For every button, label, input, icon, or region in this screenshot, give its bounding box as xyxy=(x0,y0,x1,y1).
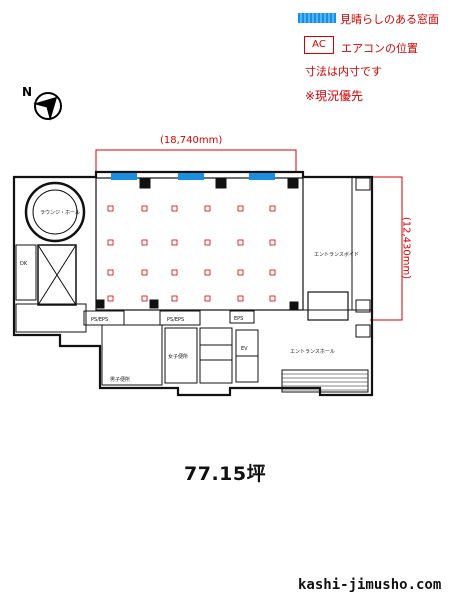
width-dimension-line xyxy=(95,149,297,173)
room-label-toilet-m: 男子便所 xyxy=(110,376,130,383)
view-window xyxy=(111,173,137,180)
ac-legend-symbol: AC xyxy=(304,36,334,54)
room-label-entrance-void: エントランスボイド xyxy=(314,251,359,258)
room-label-toilet-w: 女子便所 xyxy=(168,353,188,360)
north-compass-icon: N xyxy=(22,85,62,121)
north-label: N xyxy=(22,85,32,99)
ac-markers xyxy=(107,205,276,302)
view-window xyxy=(249,173,275,180)
room-label-entrance-hall: エントランスホール xyxy=(290,349,335,355)
floor-area: 77.15坪 xyxy=(184,463,267,485)
room-label-eps-right: EPS xyxy=(234,316,243,322)
ac-legend-label: エアコンの位置 xyxy=(341,42,418,55)
depth-dimension-line xyxy=(370,176,403,321)
view-window-legend-label: 見晴らしのある窓面 xyxy=(340,13,439,26)
site-url: kashi-jimusho.com xyxy=(298,577,442,593)
room-label-dk: DK xyxy=(20,261,28,267)
width-dimension-label: (18,740mm) xyxy=(160,135,223,146)
room-label-ps-mid: PS/EPS xyxy=(167,317,184,323)
dimension-note: 寸法は内寸です xyxy=(305,65,382,78)
view-windows xyxy=(111,173,275,180)
room-label-lounge: ラウンジ・ホール xyxy=(40,209,80,216)
room-label-ev: EV xyxy=(241,346,248,352)
priority-note: ※現況優先 xyxy=(305,89,364,103)
room-label-ps-left: PS/EPS xyxy=(91,317,108,323)
view-window-swatch xyxy=(298,13,336,23)
view-window xyxy=(178,173,204,180)
